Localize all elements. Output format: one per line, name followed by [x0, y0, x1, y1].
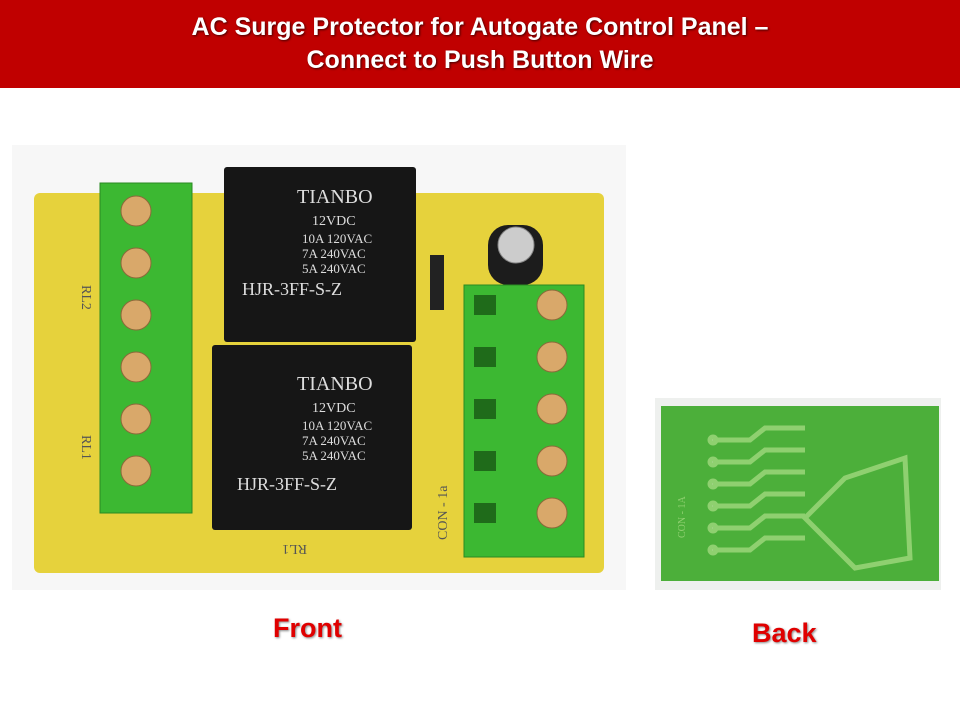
terminal-screw: [536, 445, 568, 477]
svg-text:RL1: RL1: [78, 435, 93, 460]
wire-slot: [474, 451, 496, 471]
pcb-trace: [713, 447, 805, 465]
terminal-screw: [536, 497, 568, 529]
svg-text:7A 240VAC: 7A 240VAC: [302, 246, 366, 261]
svg-text:12VDC: 12VDC: [312, 401, 356, 416]
svg-text:RL1: RL1: [282, 541, 307, 556]
right-terminal-block: [463, 284, 585, 558]
relay-bottom: TIANBO 12VDC 10A 120VAC 7A 240VAC 5A 240…: [212, 345, 412, 530]
svg-text:CON - 1A: CON - 1A: [677, 496, 688, 538]
back-caption: Back: [752, 618, 817, 648]
svg-text:5A 240VAC: 5A 240VAC: [302, 448, 366, 463]
wire-slot: [474, 347, 496, 367]
wire-slot: [474, 503, 496, 523]
svg-text:HJR-3FF-S-Z: HJR-3FF-S-Z: [237, 474, 337, 494]
pcb-trace: [713, 469, 805, 487]
svg-text:7A 240VAC: 7A 240VAC: [302, 433, 366, 448]
front-caption: Front: [273, 613, 342, 643]
svg-text:HJR-3FF-S-Z: HJR-3FF-S-Z: [242, 279, 342, 299]
terminal-screw: [536, 341, 568, 373]
pcb-trace: [713, 491, 805, 509]
terminal-screw: [536, 393, 568, 425]
svg-text:TIANBO: TIANBO: [297, 373, 373, 395]
svg-text:CON - 1a: CON - 1a: [436, 485, 451, 540]
terminal-screw: [120, 351, 152, 383]
terminal-screw: [120, 455, 152, 487]
back-board-photo: CON - 1A: [655, 398, 941, 590]
pcb-trace: [801, 454, 913, 571]
terminal-screw: [120, 247, 152, 279]
left-terminal-block: [99, 182, 193, 514]
terminal-screw: [536, 289, 568, 321]
wire-slot: [474, 295, 496, 315]
pcb-trace: [713, 513, 805, 531]
front-board-photo: TIANBO 12VDC 10A 120VAC 7A 240VAC 5A 240…: [12, 145, 626, 590]
terminal-screw: [120, 403, 152, 435]
diode: [430, 255, 444, 310]
svg-text:12VDC: 12VDC: [312, 214, 356, 229]
svg-text:RL2: RL2: [78, 285, 93, 310]
pcb-trace: [713, 535, 805, 553]
wire-slot: [474, 399, 496, 419]
svg-text:10A 120VAC: 10A 120VAC: [302, 231, 372, 246]
pcb-trace: [713, 425, 805, 443]
terminal-screw: [120, 299, 152, 331]
svg-text:TIANBO: TIANBO: [297, 186, 373, 208]
terminal-screw: [120, 195, 152, 227]
svg-text:5A 240VAC: 5A 240VAC: [302, 261, 366, 276]
relay-top: TIANBO 12VDC 10A 120VAC 7A 240VAC 5A 240…: [224, 167, 416, 342]
title-banner: AC Surge Protector for Autogate Control …: [0, 0, 960, 88]
title-line-1: AC Surge Protector for Autogate Control …: [191, 13, 769, 41]
svg-text:10A 120VAC: 10A 120VAC: [302, 418, 372, 433]
title-line-2: Connect to Push Button Wire: [306, 46, 654, 74]
